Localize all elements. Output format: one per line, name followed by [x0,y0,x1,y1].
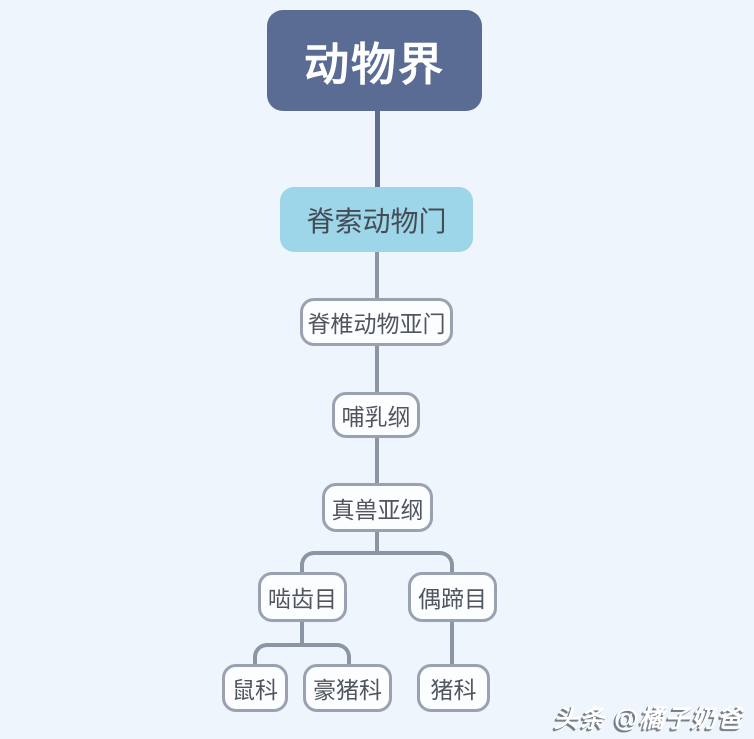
node-family-hystricidae: 豪猪科 [303,664,392,712]
connector-class-subclass [375,436,379,484]
node-subphylum: 脊椎动物亚门 [300,298,453,346]
connector-subclass-stub [375,530,379,555]
node-order-artiodactyla: 偶蹄目 [408,572,497,622]
connector-rodentia-stub [300,620,304,647]
connector-kingdom-phylum [375,110,380,189]
connector-phylum-subphylum [375,251,379,299]
node-subclass: 真兽亚纲 [322,483,433,532]
watermark: 头条 @橘子奶爸 [553,705,743,733]
node-kingdom: 动物界 [267,10,482,111]
node-phylum: 脊索动物门 [280,187,473,252]
node-family-muridae: 鼠科 [222,664,288,712]
node-family-suidae: 猪科 [417,664,490,712]
node-order-rodentia: 啮齿目 [258,572,347,622]
connector-subphylum-class [375,344,379,393]
node-class: 哺乳纲 [332,392,420,438]
connector-branch-families [253,643,351,665]
connector-artiodactyla-suidae [450,620,454,665]
connector-branch-orders [300,551,454,573]
